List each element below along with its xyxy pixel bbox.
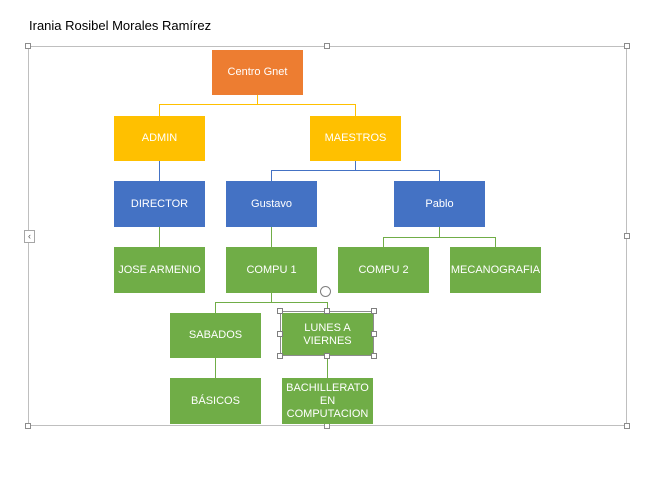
node-director[interactable]: DIRECTOR <box>114 181 205 227</box>
connector-compu1-schedules <box>215 293 328 313</box>
selection-outline <box>280 311 374 356</box>
selection-handle-tr[interactable] <box>371 308 377 314</box>
frame-handle-top-left[interactable] <box>25 43 31 49</box>
node-gustavo[interactable]: Gustavo <box>226 181 317 227</box>
frame-handle-mid-right[interactable] <box>624 233 630 239</box>
frame-handle-bottom-right[interactable] <box>624 423 630 429</box>
frame-handle-top-center[interactable] <box>324 43 330 49</box>
node-jose-armenio[interactable]: JOSE ARMENIO <box>114 247 205 293</box>
text-pane-toggle[interactable]: ‹ <box>24 230 35 243</box>
frame-handle-bottom-left[interactable] <box>25 423 31 429</box>
selection-handle-tl[interactable] <box>277 308 283 314</box>
connector-maestros-teachers <box>271 161 440 181</box>
selection-handle-bl[interactable] <box>277 353 283 359</box>
node-sabados[interactable]: SABADOS <box>170 313 261 358</box>
selection-handle-tc[interactable] <box>324 308 330 314</box>
node-maestros[interactable]: MAESTROS <box>310 116 401 161</box>
selection-handle-br[interactable] <box>371 353 377 359</box>
node-centro-gnet[interactable]: Centro Gnet <box>212 50 303 95</box>
node-mecanografia[interactable]: MECANOGRAFIA <box>450 247 541 293</box>
selection-handle-mr[interactable] <box>371 331 377 337</box>
node-compu-2[interactable]: COMPU 2 <box>338 247 429 293</box>
document-author: Irania Rosibel Morales Ramírez <box>29 18 212 33</box>
node-basicos[interactable]: BÁSICOS <box>170 378 261 424</box>
chevron-left-icon: ‹ <box>28 231 31 241</box>
selection-handle-bc[interactable] <box>324 353 330 359</box>
node-compu-1[interactable]: COMPU 1 <box>226 247 317 293</box>
frame-handle-top-right[interactable] <box>624 43 630 49</box>
connector-root-level1 <box>159 95 356 116</box>
selection-handle-ml[interactable] <box>277 331 283 337</box>
node-pablo[interactable]: Pablo <box>394 181 485 227</box>
rotate-handle-icon[interactable] <box>320 286 331 297</box>
node-admin[interactable]: ADMIN <box>114 116 205 161</box>
connector-pablo-courses <box>383 227 496 247</box>
node-bachillerato[interactable]: BACHILLERATO EN COMPUTACION <box>282 378 373 424</box>
node-lunes-a-viernes[interactable]: LUNES A VIERNES <box>282 313 373 356</box>
